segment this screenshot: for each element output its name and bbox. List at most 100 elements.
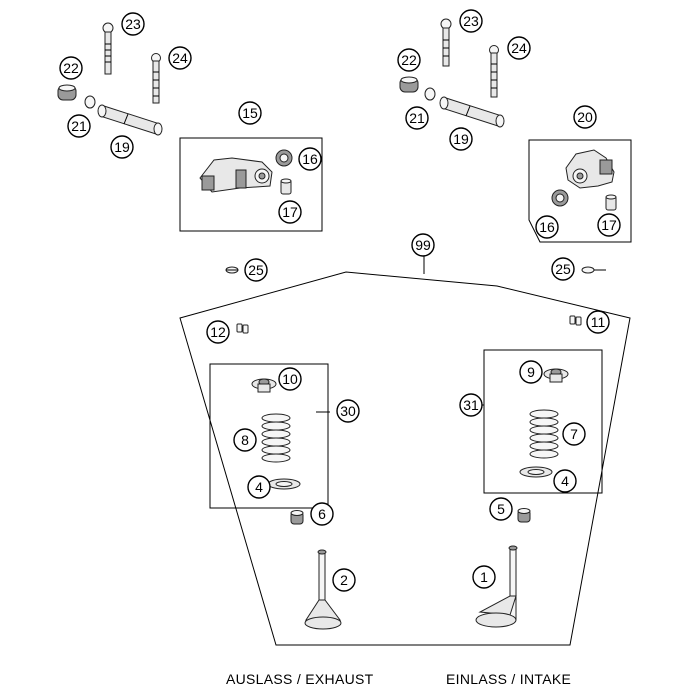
o-ring-21-right: [424, 87, 436, 101]
callout-22-right: 22: [397, 48, 421, 72]
callout-label: 23: [463, 13, 479, 29]
callout-21-left: 21: [67, 114, 91, 138]
callout-label: 20: [577, 109, 593, 125]
callout-25-right: 25: [551, 257, 575, 281]
spring-seat-4-right: [519, 466, 553, 478]
bearing-16-left: [275, 149, 293, 167]
callout-16-left: 16: [298, 147, 322, 171]
callout-label: 25: [555, 261, 571, 277]
callout-label: 22: [63, 60, 79, 76]
callout-19-left: 19: [110, 135, 134, 159]
callout-5: 5: [489, 497, 513, 521]
callout-label: 19: [453, 131, 469, 147]
valve-spring-8: [261, 413, 291, 463]
plug-22-left: [57, 84, 77, 101]
callout-15: 15: [238, 101, 262, 125]
bolt-24-left: [151, 53, 161, 104]
callout-label: 17: [601, 217, 617, 233]
callout-10: 10: [278, 367, 302, 391]
callout-label: 24: [511, 40, 527, 56]
callout-17-right: 17: [597, 213, 621, 237]
valve-spring-7: [529, 409, 559, 459]
callout-2: 2: [332, 568, 356, 592]
callout-1: 1: [472, 565, 496, 589]
callout-label: 16: [539, 219, 555, 235]
bearing-16-right: [551, 189, 569, 207]
callout-23-right: 23: [459, 9, 483, 33]
callout-label: 31: [463, 397, 479, 413]
intake-valve-1: [475, 545, 518, 628]
pin-17-left: [280, 178, 292, 195]
callout-label: 7: [570, 426, 578, 442]
callout-21-right: 21: [405, 106, 429, 130]
callout-99: 99: [411, 233, 435, 257]
callout-label: 10: [282, 371, 298, 387]
bolt-24-right: [489, 45, 499, 98]
callout-7: 7: [562, 422, 586, 446]
callout-label: 4: [255, 479, 263, 495]
shim-25-right: [581, 266, 595, 274]
rocker-arm-20: [565, 149, 615, 189]
callout-30: 30: [336, 399, 360, 423]
callout-label: 30: [340, 403, 356, 419]
callout-label: 2: [340, 572, 348, 588]
callout-label: 16: [302, 151, 318, 167]
callout-label: 1: [480, 569, 488, 585]
frame-rocker-assembly-right: [528, 139, 632, 243]
callout-label: 22: [401, 52, 417, 68]
callout-22-left: 22: [59, 56, 83, 80]
callout-9: 9: [519, 360, 543, 384]
callout-label: 23: [125, 16, 141, 32]
callout-25-left: 25: [244, 258, 268, 282]
callout-label: 19: [114, 139, 130, 155]
spring-seat-4-left: [267, 478, 301, 490]
bolt-23-right: [440, 18, 452, 67]
frame-spring-set-intake: [483, 349, 603, 494]
callout-label: 4: [561, 473, 569, 489]
frame-rocker-assembly-left: [179, 137, 323, 232]
callout-20: 20: [573, 105, 597, 129]
callout-24-right: 24: [507, 36, 531, 60]
valve-seal-5: [517, 508, 531, 523]
callout-11: 11: [586, 310, 610, 334]
intake-caption: EINLASS / INTAKE: [446, 671, 572, 687]
callout-4-right: 4: [553, 469, 577, 493]
spring-retainer-10: [251, 378, 277, 393]
callout-label: 99: [415, 237, 431, 253]
callout-23-left: 23: [121, 12, 145, 36]
callout-label: 21: [409, 110, 425, 126]
callout-8: 8: [233, 428, 257, 452]
leader-lines: [226, 269, 606, 413]
callout-label: 12: [210, 324, 226, 340]
pin-17-right: [605, 194, 617, 211]
o-ring-21-left: [84, 95, 96, 109]
valve-keepers-12: [236, 323, 249, 334]
callout-label: 8: [241, 432, 249, 448]
rocker-shaft-19-right: [439, 96, 505, 128]
frame-valve-set: [179, 256, 631, 646]
exhaust-valve-2: [304, 549, 342, 630]
callout-19-right: 19: [449, 127, 473, 151]
callout-label: 5: [497, 501, 505, 517]
exhaust-caption: AUSLASS / EXHAUST: [226, 671, 374, 687]
valve-seal-6: [290, 510, 304, 525]
callout-label: 9: [527, 364, 535, 380]
callout-label: 21: [71, 118, 87, 134]
callout-24-left: 24: [168, 46, 192, 70]
callout-16-right: 16: [535, 215, 559, 239]
callout-label: 6: [318, 506, 326, 522]
bolt-23-left: [102, 22, 114, 75]
callout-label: 25: [248, 262, 264, 278]
valve-keepers-11: [569, 315, 582, 326]
rocker-shaft-19-left: [97, 104, 163, 136]
callout-12: 12: [206, 320, 230, 344]
rocker-arm-15: [199, 157, 273, 193]
callout-17-left: 17: [278, 200, 302, 224]
callout-31: 31: [459, 393, 483, 417]
plug-22-right: [399, 76, 419, 93]
callout-label: 24: [172, 50, 188, 66]
frame-spring-set-exhaust: [209, 363, 329, 509]
callout-6: 6: [310, 502, 334, 526]
